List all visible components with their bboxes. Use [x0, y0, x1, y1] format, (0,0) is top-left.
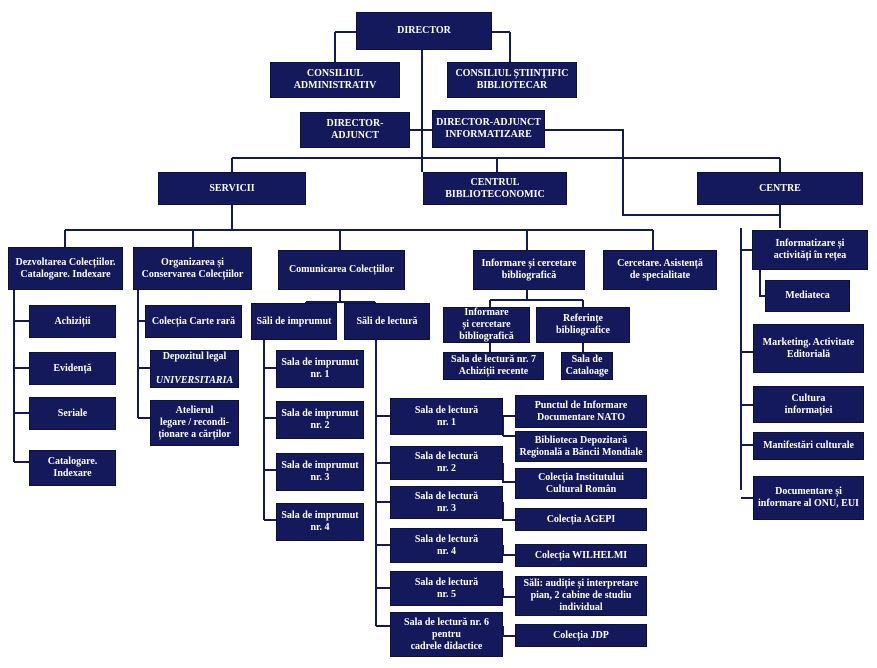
sala-imprumut-2-box: Sala de imprumut nr. 2: [276, 401, 364, 439]
cultura-informatiei-box: Cultura informației: [753, 386, 864, 423]
sala-imprumut-4-box: Sala de imprumut nr. 4: [276, 503, 364, 541]
sali-audiție-box: Săli: audiție și interpretare pian, 2 ca…: [515, 576, 647, 616]
punctul-informare-nato-box: Punctul de Informare Documentare NATO: [515, 395, 647, 428]
sala-lectura-3-box: Sala de lectură nr. 3: [390, 486, 503, 519]
referinte-bibliografice-box: Referințe bibliografice: [536, 307, 630, 343]
sala-imprumut-1-box: Sala de imprumut nr. 1: [276, 350, 364, 388]
sala-lectura-6-box: Sala de lectură nr. 6 pentru cadrele did…: [390, 612, 503, 657]
servicii-box: SERVICII: [158, 172, 306, 205]
sala-lectura-4-box: Sala de lectură nr. 4: [390, 528, 503, 563]
colectia-carte-rara-box: Colecția Carte rară: [145, 305, 242, 338]
cercetare-asistenta-box: Cercetare. Asistență de specialitate: [603, 250, 717, 290]
manifestari-culturale-box: Manifestări culturale: [753, 432, 864, 460]
director-adjunct-box: DIRECTOR-ADJUNCT: [300, 112, 410, 148]
catalogare-indexare-box: Catalogare. Indexare: [29, 450, 116, 486]
atelierul-box: Atelierul legare / recondi- ționare a că…: [150, 400, 239, 446]
sali-imprumut-box: Săli de imprumut: [251, 303, 337, 340]
centre-box: CENTRE: [697, 172, 863, 205]
sala-lectura-1-box: Sala de lectură nr. 1: [390, 398, 503, 435]
mediateca-box: Mediateca: [765, 280, 850, 312]
seriale-box: Seriale: [29, 397, 116, 430]
sala-imprumut-3-box: Sala de imprumut nr. 3: [276, 453, 364, 491]
marketing-editoriala-box: Marketing. Activitate Editorială: [753, 324, 864, 373]
organizarea-conservarea-box: Organizarea și Conservarea Colecțiilor: [133, 247, 252, 290]
comunicarea-colectiilor-box: Comunicarea Colecțiilor: [278, 250, 405, 290]
sala-lectura-5-box: Sala de lectură nr. 5: [390, 571, 503, 606]
achizitii-box: Achiziții: [29, 305, 116, 338]
informare-cercetare-box: Informare și cercetare bibliografică: [473, 250, 585, 290]
documentare-onu-box: Documentare și informare al ONU, EUI: [753, 476, 864, 520]
colectia-jdp-box: Colecția JDP: [515, 624, 647, 647]
sali-lectura-box: Săli de lectură: [344, 303, 430, 340]
informare-cercetare-sub-box: Informare și cercetare bibliografică: [443, 307, 530, 343]
evidenta-box: Evidență: [29, 352, 116, 385]
director-box: DIRECTOR: [356, 12, 492, 50]
dezvoltarea-colectiilor-box: Dezvoltarea Colecțiilor. Catalogare. Ind…: [8, 247, 123, 290]
colectia-wilhelmi-box: Colecția WILHELMI: [515, 544, 647, 567]
depozitul-legal-label: Depozitul legal: [162, 351, 227, 362]
depozitul-legal-box: Depozitul legal UNIVERSITARIA: [150, 350, 239, 388]
biblioteca-depozitara-box: Biblioteca Depozitară Regională a Băncii…: [515, 431, 647, 462]
director-adjunct-informatizare-box: DIRECTOR-ADJUNCT INFORMATIZARE: [432, 110, 545, 148]
informatizare-retea-box: Informatizare și activități în rețea: [752, 230, 868, 270]
colectia-agepi-box: Colecția AGEPI: [515, 508, 647, 531]
consiliul-stiintific-box: CONSILIUL ȘTIINȚIFIC BIBLIOTECAR: [447, 62, 577, 98]
sala-lectura-7-box: Sala de lectură nr. 7 Achiziții recente: [443, 352, 544, 380]
consiliul-administrativ-box: CONSILIUL ADMINISTRATIV: [270, 62, 400, 98]
sala-lectura-2-box: Sala de lectură nr. 2: [390, 446, 503, 480]
sala-cataloage-box: Sala de Cataloage: [561, 352, 613, 380]
centrul-biblioteconomic-box: CENTRUL BIBLIOTECONOMIC: [423, 172, 567, 205]
colectia-icr-box: Colecția Institutului Cultural Român: [515, 468, 647, 499]
universitaria-label: UNIVERSITARIA: [155, 375, 234, 386]
